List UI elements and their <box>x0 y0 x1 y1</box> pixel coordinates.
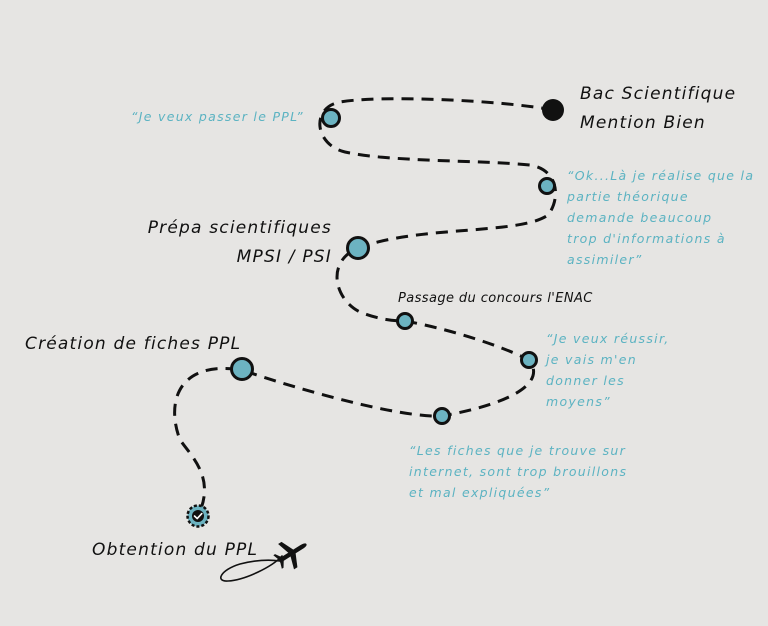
milestone-concours-marker <box>396 312 414 330</box>
quote-theorie: “Ok...Là je réalise que la partie théori… <box>567 165 754 270</box>
journey-path <box>173 97 557 517</box>
milestone-prepa-marker <box>346 236 370 260</box>
milestone-prepa-line2: MPSI / PSI <box>236 247 332 267</box>
quote-theorie-line: demande beaucoup <box>567 210 713 225</box>
milestone-reussir-marker <box>520 351 538 369</box>
milestone-bac-label: Bac Scientifique Mention Bien <box>580 81 736 137</box>
milestone-prepa-label: Prépa scientifiques MPSI / PSI <box>148 215 332 271</box>
milestone-concours-label: Passage du concours l'ENAC <box>398 291 593 306</box>
quote-fiches-internet-line: internet, sont trop brouillons <box>409 464 628 479</box>
milestone-bac-line2: Mention Bien <box>580 113 706 133</box>
quote-reussir-line: “Je veux réussir, <box>546 331 670 346</box>
quote-ppl: “Je veux passer le PPL” <box>131 109 304 124</box>
milestone-prepa-line1: Prépa scientifiques <box>147 218 332 238</box>
quote-fiches-internet-line: “Les fiches que je trouve sur <box>409 443 627 458</box>
quote-reussir-line: donner les <box>546 373 625 388</box>
quote-theorie-line: partie théorique <box>567 189 689 204</box>
quote-fiches-internet: “Les fiches que je trouve sur internet, … <box>409 440 627 503</box>
quote-theorie-line: “Ok...Là je réalise que la <box>567 168 755 183</box>
milestone-bac-marker <box>542 99 564 121</box>
milestone-obtention-label: Obtention du PPL <box>92 540 259 560</box>
quote-reussir-line: moyens” <box>546 394 611 409</box>
airplane-icon <box>220 541 307 582</box>
milestone-fiches-marker <box>230 357 254 381</box>
milestone-theorie-marker <box>538 177 556 195</box>
quote-reussir: “Je veux réussir, je vais m'en donner le… <box>546 328 670 412</box>
quote-reussir-line: je vais m'en <box>546 352 637 367</box>
milestone-fiches-internet-marker <box>433 407 451 425</box>
milestone-fiches-label: Création de fiches PPL <box>25 334 242 354</box>
quote-theorie-line: trop d'informations à <box>567 231 726 246</box>
quote-fiches-internet-line: et mal expliquées” <box>409 485 551 500</box>
check-circle-icon <box>186 504 210 528</box>
milestone-bac-line1: Bac Scientifique <box>580 84 737 104</box>
milestone-ppl-wish-marker <box>321 108 341 128</box>
quote-theorie-line: assimiler” <box>567 252 643 267</box>
